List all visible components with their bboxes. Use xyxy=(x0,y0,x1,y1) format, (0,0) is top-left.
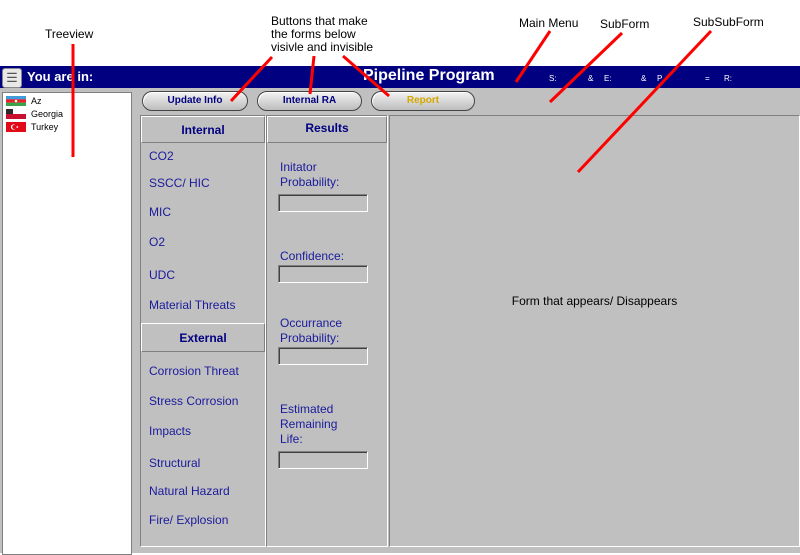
internal-ra-button[interactable]: Internal RA xyxy=(257,91,362,111)
internal-header: Internal xyxy=(141,116,265,143)
annotation-subform: SubForm xyxy=(600,17,650,31)
status-p: P xyxy=(657,74,663,83)
status-r: R: xyxy=(724,74,732,83)
subsubform-message: Form that appears/ Disappears xyxy=(511,294,678,308)
remaining-life-label: Estimated Remaining Life: xyxy=(280,402,337,447)
occurrence-probability-label: Occurrance Probability: xyxy=(280,316,342,346)
internal-item-co2[interactable]: CO2 xyxy=(149,149,174,163)
annotation-treeview: Treeview xyxy=(45,27,94,41)
threats-panel: Internal CO2 SSCC/ HIC MIC O2 UDC Materi… xyxy=(140,115,266,547)
confidence-field[interactable] xyxy=(278,265,368,283)
status-s: S: xyxy=(549,74,557,83)
initiator-label-line2: Probability: xyxy=(280,175,340,189)
report-button[interactable]: Report xyxy=(371,91,475,111)
results-header: Results xyxy=(267,116,387,143)
tree-item-label: Georgia xyxy=(31,109,64,119)
tree-item-turkey[interactable]: Turkey xyxy=(3,121,129,133)
azerbaijan-flag-icon xyxy=(6,96,26,106)
annotation-subsubform: SubSubForm xyxy=(693,15,764,29)
internal-item-material-threats[interactable]: Material Threats xyxy=(149,298,236,312)
annotation-buttons-line1: Buttons that make xyxy=(271,14,368,28)
internal-item-sscc-hic[interactable]: SSCC/ HIC xyxy=(149,176,210,190)
external-item-corrosion-threat[interactable]: Corrosion Threat xyxy=(149,364,239,378)
occurrence-probability-field[interactable] xyxy=(278,347,368,365)
internal-item-udc[interactable]: UDC xyxy=(149,268,175,282)
external-item-fire-explosion[interactable]: Fire/ Explosion xyxy=(149,513,229,527)
occurrence-label-line1: Occurrance xyxy=(280,316,343,330)
results-panel: Results Initator Probability: Confidence… xyxy=(266,115,388,547)
external-item-natural-hazard[interactable]: Natural Hazard xyxy=(149,484,230,498)
georgia-flag-icon xyxy=(6,109,26,119)
remaining-life-field[interactable] xyxy=(278,451,368,469)
turkey-flag-icon xyxy=(6,122,26,132)
treeview: Az Georgia Turkey xyxy=(2,92,132,555)
remaining-label-line3: Life: xyxy=(280,432,303,446)
app-title: Pipeline Program xyxy=(363,67,495,84)
initiator-probability-label: Initator Probability: xyxy=(280,160,339,190)
annotation-buttons-line2: the forms below xyxy=(271,27,356,41)
tree-item-az[interactable]: Az xyxy=(3,95,129,107)
external-item-stress-corrosion[interactable]: Stress Corrosion xyxy=(149,394,239,408)
external-header: External xyxy=(141,323,265,352)
internal-item-o2[interactable]: O2 xyxy=(149,235,166,249)
tree-item-label: Turkey xyxy=(31,122,59,132)
internal-item-mic[interactable]: MIC xyxy=(149,205,171,219)
initiator-probability-field[interactable] xyxy=(278,194,368,212)
remaining-label-line1: Estimated xyxy=(280,402,334,416)
app-window: ☰ You are in: Pipeline Program S: & E: &… xyxy=(0,66,800,555)
app-logo-icon[interactable]: ☰ xyxy=(2,68,22,88)
annotation-buttons: Buttons that make the forms below visivl… xyxy=(271,15,373,54)
confidence-label: Confidence: xyxy=(280,249,345,263)
subsubform-area: Form that appears/ Disappears xyxy=(389,115,800,547)
status-e: E: xyxy=(604,74,612,83)
annotation-main-menu: Main Menu xyxy=(519,16,579,30)
update-info-button[interactable]: Update Info xyxy=(142,91,248,111)
tree-item-label: Az xyxy=(31,96,42,106)
status-amp-2: & xyxy=(641,74,647,83)
annotation-buttons-line3: visivle and invisible xyxy=(271,40,374,54)
main-menu-bar: ☰ You are in: Pipeline Program S: & E: &… xyxy=(0,66,800,88)
remaining-label-line2: Remaining xyxy=(280,417,338,431)
initiator-label-line1: Initator xyxy=(280,160,317,174)
tree-item-georgia[interactable]: Georgia xyxy=(3,108,129,120)
occurrence-label-line2: Probability: xyxy=(280,331,340,345)
external-item-structural[interactable]: Structural xyxy=(149,456,201,470)
external-item-impacts[interactable]: Impacts xyxy=(149,424,192,438)
status-amp-1: & xyxy=(588,74,594,83)
status-eq: = xyxy=(705,74,710,83)
location-label: You are in: xyxy=(27,69,94,84)
